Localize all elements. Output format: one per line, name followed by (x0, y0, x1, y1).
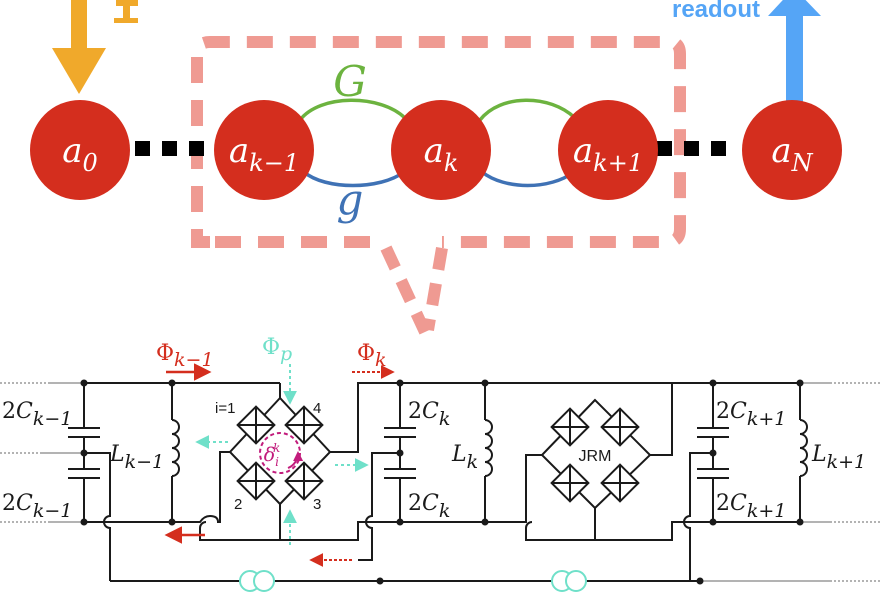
coupling-g-label: g (337, 175, 364, 224)
junction-labels: i=1 4 2 3 JRM (215, 400, 611, 513)
inductor-next (799, 383, 808, 522)
drive-label-fragment (114, 18, 138, 23)
josephson-junction (236, 405, 276, 445)
phase-symbol: δik (259, 432, 304, 474)
midpoint-to-bottom-rail-prev (84, 452, 111, 581)
josephson-junction (550, 407, 590, 447)
midpoint-to-bottom-rail-next (683, 452, 713, 581)
junction-label-3: 3 (313, 496, 321, 513)
mode-label: ak (424, 131, 459, 177)
drive-arrow (52, 0, 138, 94)
mode-node-1: ak−1 (214, 100, 314, 200)
inductor-k (484, 383, 493, 522)
midpoint-to-bottom-rail-k (358, 452, 400, 561)
cap-label-prev-top: 2Ck−1 (2, 399, 72, 430)
inductor-label-next: Lk+1 (811, 442, 866, 473)
phi-prev-label: Φk−1 (156, 341, 214, 371)
transformer-symbol (239, 570, 587, 592)
cap-label-prev-bot: 2Ck−1 (2, 491, 72, 522)
mode-circle (30, 100, 130, 200)
junction-label-2: 2 (234, 496, 242, 513)
readout-label: readout (672, 0, 760, 23)
inductor-label-prev: Lk−1 (109, 442, 164, 473)
josephson-junction (600, 463, 640, 503)
flux-labels: Φk−1 Φp Φk (156, 335, 387, 371)
jrm-bridge-next (520, 383, 690, 541)
josephson-junction (236, 461, 276, 501)
mode-circle (214, 100, 314, 200)
phi-pump-label: Φp (262, 335, 292, 365)
phi-k-label: Φk (357, 341, 387, 371)
inductor-prev (171, 383, 180, 522)
mode-circle (558, 100, 658, 200)
cap-stack-k (384, 383, 416, 522)
mode-circle (742, 100, 842, 200)
inductor-label-k: Lk (451, 442, 478, 473)
highlight-callout (191, 36, 686, 335)
junction-label-4: 4 (313, 400, 321, 417)
mode-circle (391, 100, 491, 200)
cap-label-k-bot: 2Ck (408, 491, 450, 522)
mode-label: aN (771, 131, 813, 177)
jrm-label: JRM (579, 448, 612, 465)
mode-label: a0 (62, 131, 98, 177)
cap-label-next-bot: 2Ck+1 (716, 491, 786, 522)
mode-label: ak+1 (573, 131, 643, 177)
junction-label-1: i=1 (215, 400, 235, 417)
flux-arrows (164, 363, 395, 567)
josephson-junction (284, 405, 324, 445)
cap-stack-next (697, 383, 729, 522)
mode-label: ak−1 (229, 131, 299, 177)
josephson-junction (550, 463, 590, 503)
cap-label-k-top: 2Ck (408, 399, 450, 430)
josephson-junction (284, 461, 324, 501)
cap-label-next-top: 2Ck+1 (716, 399, 786, 430)
drive-label-fragment (123, 0, 130, 22)
circuit-nodes (80, 379, 804, 585)
coupling-G-label: G (333, 57, 367, 106)
readout-arrow: readout (672, 0, 821, 102)
chain-ellipsis (135, 141, 726, 156)
mode-node-4: aN (742, 100, 842, 200)
cap-stack-prev (40, 383, 100, 522)
mode-node-2: ak (391, 100, 491, 200)
mode-node-3: ak+1 (558, 100, 658, 200)
lead-lines (0, 382, 880, 582)
phase-label: δik (264, 441, 281, 469)
mode-node-0: a0 (30, 100, 130, 200)
coupling-g-links (302, 170, 576, 188)
josephson-junctions (236, 405, 640, 503)
josephson-junction (600, 407, 640, 447)
coupling-G-links (298, 98, 577, 122)
